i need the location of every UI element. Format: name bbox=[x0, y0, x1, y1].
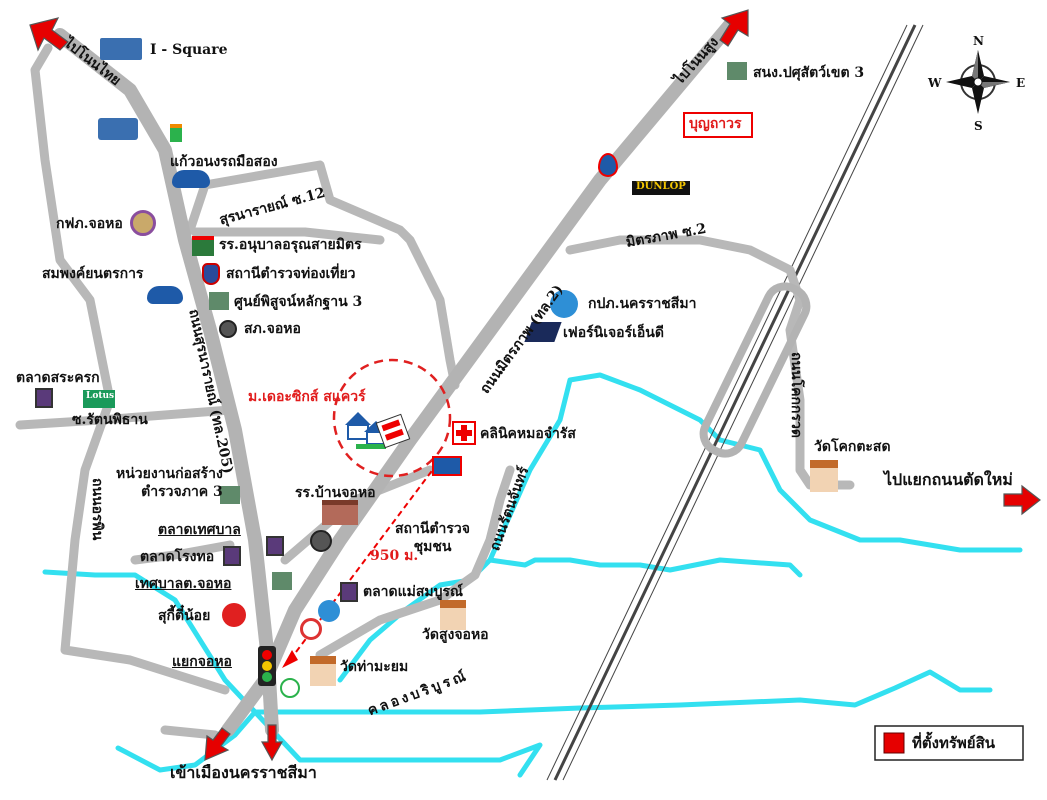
bank-icon bbox=[280, 678, 300, 698]
legend-label: ที่ตั้งทรัพย์สิน bbox=[912, 734, 995, 752]
house-icon bbox=[345, 412, 388, 449]
red-cross-icon bbox=[452, 421, 476, 445]
label-car-shop: แก้วอนงรถมือสอง bbox=[170, 154, 278, 170]
distance-arrowhead bbox=[282, 650, 298, 668]
market-icon bbox=[266, 536, 284, 556]
label-project: ม.เดอะซิกส์ สแควร์ bbox=[248, 389, 366, 405]
label-boonthavorn: บุญถาวร bbox=[689, 116, 742, 132]
restaurant-icon bbox=[222, 603, 246, 627]
temple-icon bbox=[810, 460, 838, 492]
convenience-store-icon bbox=[170, 124, 182, 142]
label-wat-khok: วัดโคกตะสด bbox=[814, 439, 891, 455]
school-building-icon bbox=[322, 500, 358, 525]
label-wat-tha: วัดท่ามะยม bbox=[340, 659, 409, 675]
market-icon bbox=[223, 546, 241, 566]
label-i-square: I - Square bbox=[150, 42, 228, 58]
police-badge-icon bbox=[202, 263, 220, 285]
road-label-kamphra: ถนนอรพิน bbox=[89, 478, 105, 541]
label-rr-anuban: รร.อนุบาลอรุณสายมิตร bbox=[219, 237, 362, 253]
tire-brand-icon bbox=[632, 181, 690, 195]
label-kfp: กฟภ.จอหอ bbox=[56, 216, 123, 232]
mall-icon bbox=[100, 38, 142, 60]
label-thetsaban: เทศบาลต.จอหอ bbox=[135, 576, 232, 592]
direction-label-new-road: ไปแยกถนนตัดใหม่ bbox=[884, 470, 1013, 489]
railway bbox=[546, 24, 924, 781]
project-circle bbox=[332, 358, 452, 478]
label-rr-ban-jo-ho: รร.บ้านจอหอ bbox=[295, 485, 376, 501]
label-distance: 950 ม. bbox=[370, 548, 419, 564]
government-building-icon bbox=[220, 486, 240, 504]
label-kpp-korat: กปภ.นครราชสีมา bbox=[588, 296, 697, 312]
temple-icon bbox=[440, 600, 466, 630]
label-talat-maesomboon: ตลาดแม่สมบูรณ์ bbox=[363, 584, 464, 600]
label-lotus: Lotus's bbox=[86, 391, 122, 401]
direction-label-korat: เข้าเมืองนครราชสีมา bbox=[170, 763, 317, 782]
compass-s: S bbox=[974, 119, 983, 133]
school-icon bbox=[192, 236, 214, 256]
label-talat-rongtho: ตลาดโรงทอ bbox=[140, 549, 215, 565]
label-clinic: คลินิคหมอจำรัส bbox=[480, 426, 576, 442]
government-building-icon bbox=[272, 572, 292, 590]
compass-w: W bbox=[928, 76, 942, 90]
label-police-station: สถานีตำรวจ ชุมชน bbox=[395, 521, 470, 556]
supermarket-icon bbox=[83, 390, 115, 408]
government-building-icon bbox=[209, 292, 229, 310]
shop-icon bbox=[98, 118, 138, 140]
label-tourist-police: สถานีตำรวจท่องเที่ยว bbox=[226, 266, 356, 282]
label-construction-unit: หน่วยงานก่อสร้าง ตำรวจภาค 3 bbox=[116, 466, 223, 501]
label-furniture: เฟอร์นิเจอร์เอ็นดี bbox=[563, 325, 664, 341]
label-talat-sakrok: ตลาดสระครก bbox=[16, 370, 100, 386]
police-station-icon bbox=[219, 320, 237, 338]
pool-icon bbox=[318, 600, 340, 622]
compass-e: E bbox=[1016, 76, 1026, 90]
property-marker-icon bbox=[375, 413, 411, 449]
market-icon bbox=[35, 388, 53, 408]
road-label-khu-muang: ถนนโคกกรวด bbox=[788, 352, 804, 438]
direction-arrows bbox=[29, 9, 1041, 762]
label-wat-sung: วัดสูงจอหอ bbox=[422, 627, 489, 643]
road-label-rattanaphithan: ซ.รัตนพิธาน bbox=[72, 412, 148, 428]
water-drop-icon bbox=[598, 153, 618, 177]
electricity-icon bbox=[130, 210, 156, 236]
temple-icon bbox=[310, 656, 336, 686]
government-building-icon bbox=[727, 62, 747, 80]
police-station-icon bbox=[310, 530, 332, 552]
label-suki: สุกี้ตี๋น้อย bbox=[158, 608, 211, 624]
label-forensic: ศูนย์พิสูจน์หลักฐาน 3 bbox=[234, 294, 363, 310]
label-yaek-jo-ho: แยกจอหอ bbox=[172, 654, 232, 670]
label-sk-jo-ho: สภ.จอหอ bbox=[244, 321, 301, 337]
compass-icon bbox=[946, 50, 1010, 114]
label-talat-thetsaban: ตลาดเทศบาล bbox=[158, 522, 241, 538]
rail-underpass bbox=[699, 282, 811, 458]
compass-n: N bbox=[973, 34, 984, 48]
government-seal-icon bbox=[300, 618, 322, 640]
car-icon bbox=[147, 286, 183, 304]
traffic-light-icon bbox=[258, 646, 276, 686]
car-icon bbox=[172, 170, 210, 188]
water-authority-icon bbox=[550, 290, 578, 318]
brand-logo-icon bbox=[683, 112, 753, 138]
label-dunlop: DUNLOP bbox=[636, 181, 686, 192]
market-icon bbox=[340, 582, 358, 602]
label-pasu: สนง.ปศุสัตว์เขต 3 bbox=[753, 65, 865, 81]
label-somphong: สมพงค์ยนตรการ bbox=[42, 266, 144, 282]
legend-swatch bbox=[883, 732, 905, 754]
hospital-sign-icon bbox=[432, 456, 462, 476]
